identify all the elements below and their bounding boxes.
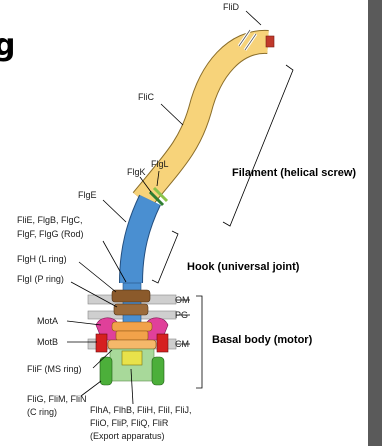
section-basal: Basal body (motor)	[212, 334, 313, 346]
flid-cap	[266, 36, 274, 47]
filament-bracket	[223, 65, 293, 226]
label-flgi: FlgI (P ring)	[17, 274, 64, 284]
label-mota: MotA	[37, 316, 58, 326]
ms-ring-base	[108, 340, 156, 349]
section-hook: Hook (universal joint)	[187, 261, 300, 273]
label-cm: CM	[175, 339, 189, 349]
corner-glyph: g	[0, 28, 15, 63]
l-ring	[112, 290, 150, 302]
label-flgk: FlgK	[127, 167, 146, 177]
label-flge: FlgE	[78, 190, 97, 200]
label-rod-line1: FliE, FlgB, FlgC,	[17, 215, 83, 225]
label-flid: FliD	[223, 2, 239, 12]
label-om: OM	[175, 295, 190, 305]
label-cring-line1: FliG, FliM, FliN	[27, 394, 87, 404]
label-flgh: FlgH (L ring)	[17, 254, 67, 264]
flid-leader	[246, 11, 261, 25]
label-motb: MotB	[37, 337, 58, 347]
basal-bracket	[196, 296, 202, 388]
flgh-leader	[79, 262, 116, 292]
label-flic: FliC	[138, 92, 154, 102]
motb-right	[157, 334, 168, 352]
label-export-line2: FliO, FliP, FliQ, FliR	[90, 418, 169, 428]
c-ring-right	[152, 357, 164, 385]
label-flgl: FlgL	[151, 159, 169, 169]
export-core	[122, 351, 142, 365]
label-flif: FliF (MS ring)	[27, 364, 82, 374]
c-ring-left	[100, 357, 112, 385]
flge-leader	[103, 200, 126, 222]
right-border	[368, 0, 382, 446]
hook-bracket	[152, 231, 178, 283]
ms-ring-mid	[116, 331, 148, 340]
flic-leader	[161, 104, 183, 125]
section-filament: Filament (helical screw)	[232, 167, 356, 179]
label-export-line3: (Export apparatus)	[90, 431, 165, 441]
label-cring-line2: (C ring)	[27, 407, 57, 417]
ms-ring-top	[112, 322, 152, 331]
motb-left	[96, 334, 107, 352]
label-pg: PG	[175, 310, 188, 320]
label-rod-line2: FlgF, FlgG (Rod)	[17, 229, 84, 239]
label-export-line1: FlhA, FlhB, FliH, FliI, FliJ,	[90, 405, 192, 415]
p-ring	[114, 304, 148, 315]
mota-leader	[67, 321, 101, 325]
